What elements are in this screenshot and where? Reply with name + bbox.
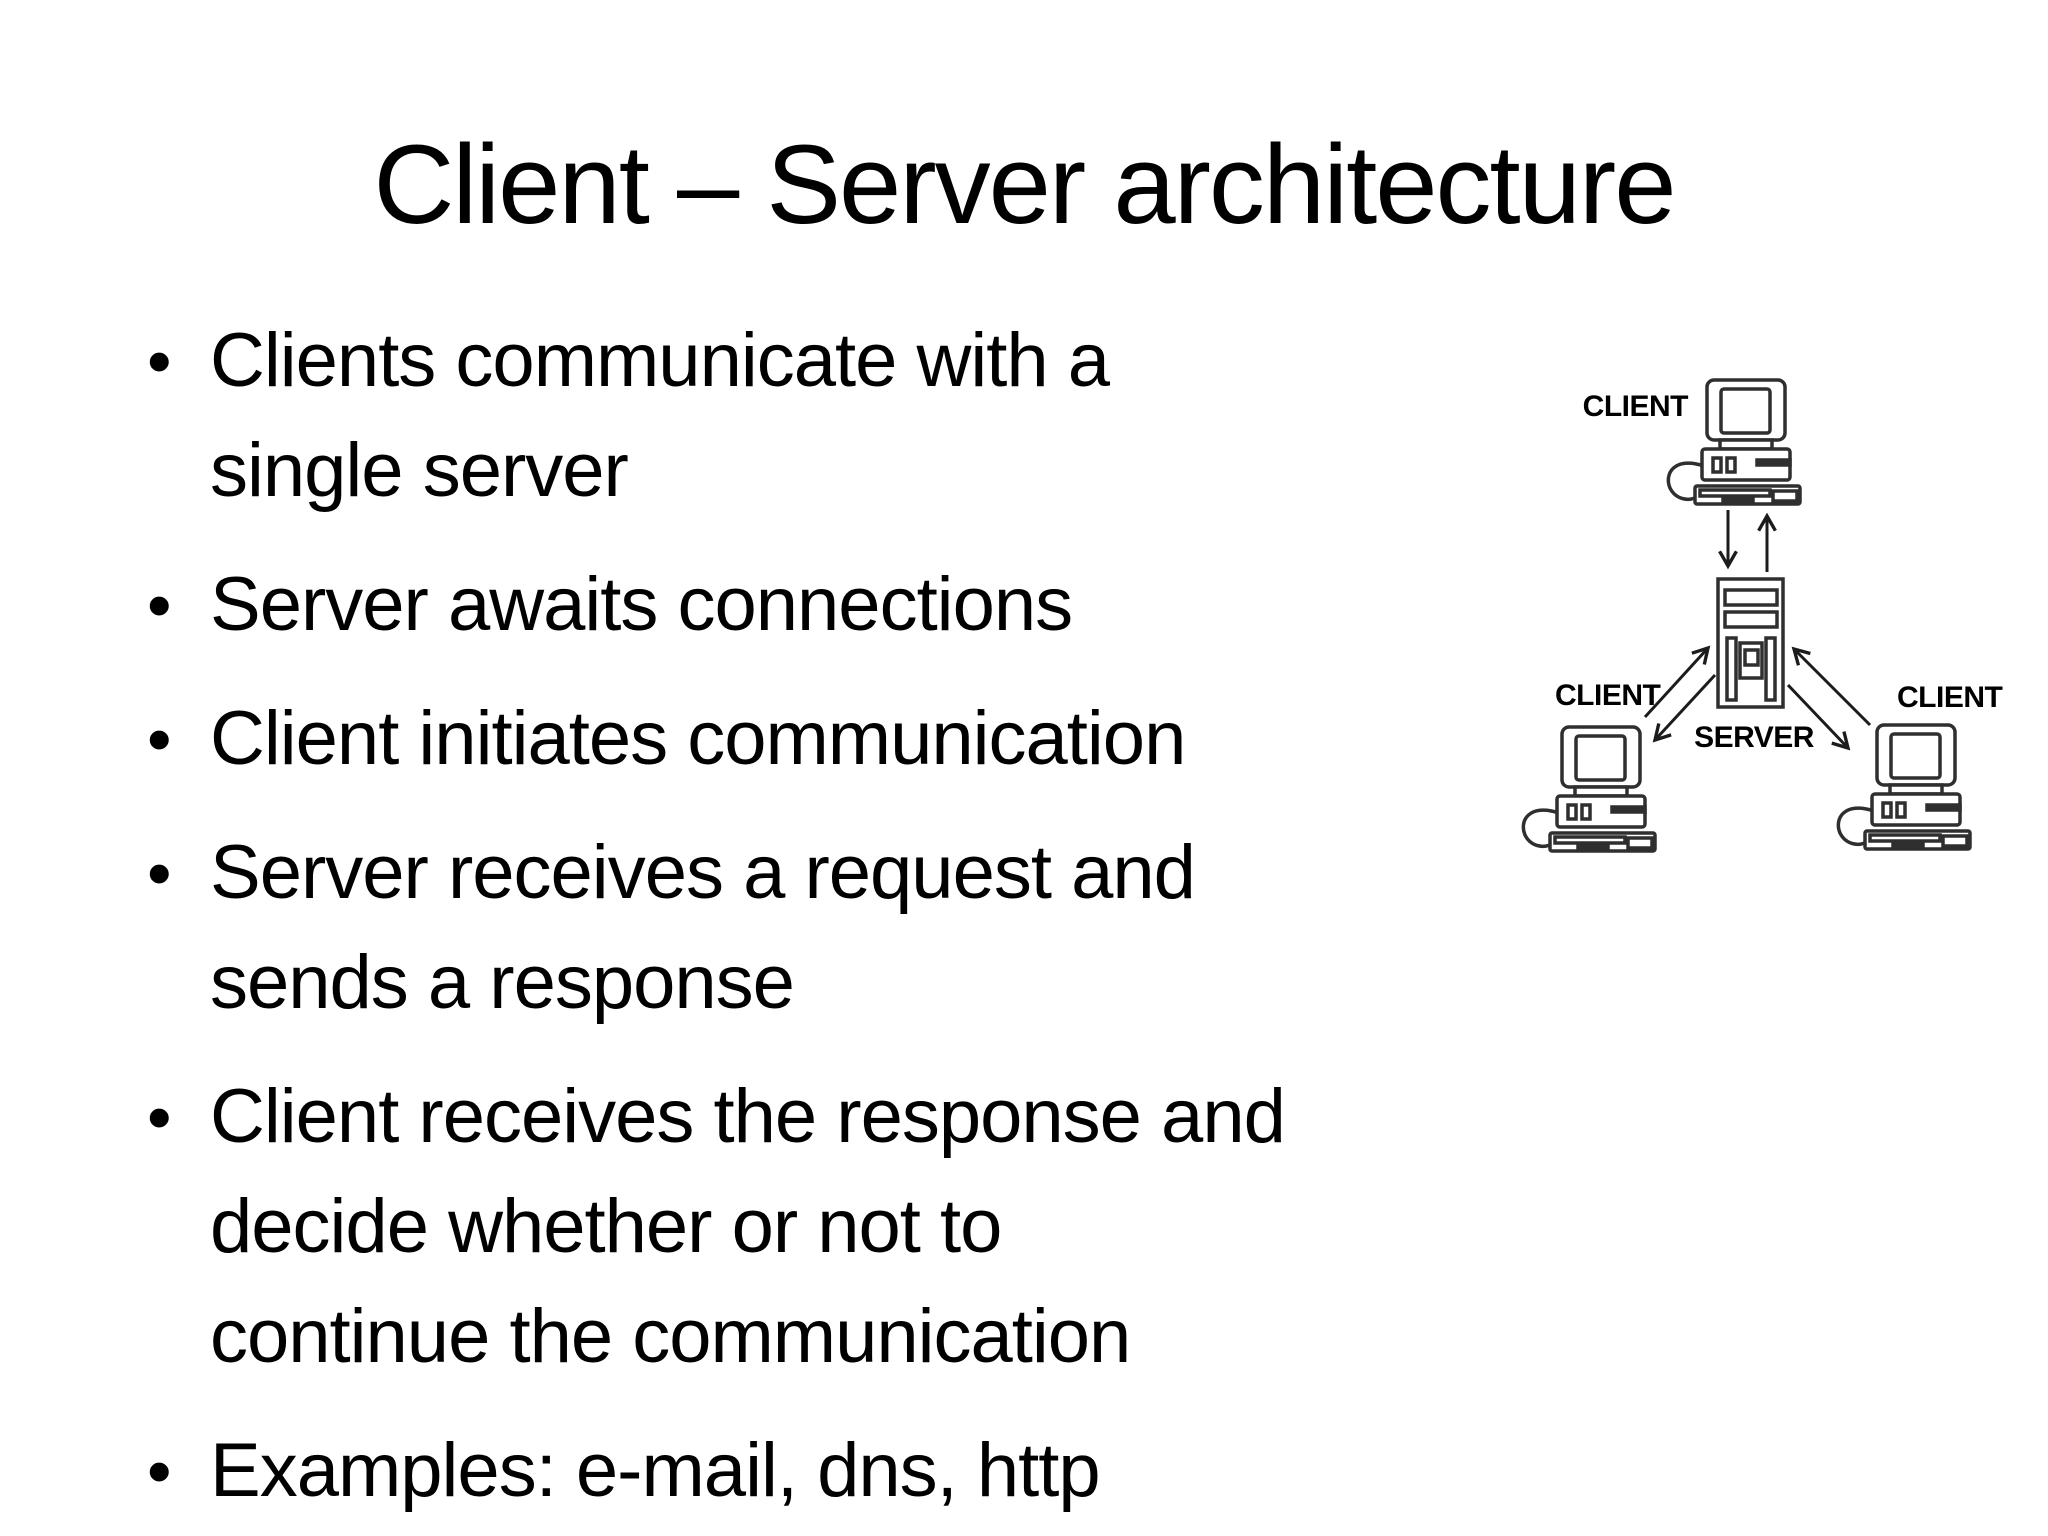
bullet-marker: • (147, 700, 171, 778)
server-tower-icon (1716, 577, 1785, 709)
bullet-marker: • (147, 566, 171, 644)
list-item: • Server awaits connections (147, 550, 1447, 660)
list-item: • Server receives a request and sends a re… (147, 818, 1447, 1038)
desktop-computer-icon (1836, 723, 1972, 851)
arrow-client-right-to-server (1791, 646, 1872, 727)
bullet-line: single server (210, 428, 629, 513)
bullet-line: continue the communication (210, 1294, 1131, 1379)
page-title: Client – Server architecture (373, 122, 1676, 247)
bullet-line: sends a response (210, 940, 795, 1025)
arrow-client-left-to-server (1643, 645, 1711, 719)
bullet-marker: • (147, 1432, 171, 1510)
bullet-marker: • (147, 1078, 171, 1156)
bullet-line: Client initiates communication (210, 696, 1186, 781)
desktop-computer-icon (1666, 378, 1802, 506)
bullet-line: Server receives a request and (210, 830, 1196, 915)
list-item: • Clients communicate with a single server (147, 306, 1447, 526)
list-item: • Examples: e-mail, dns, http (147, 1416, 1447, 1526)
arrow-server-to-client-right (1786, 683, 1851, 751)
bullet-line: Clients communicate with a (210, 318, 1110, 403)
label-client-right: CLIENT (1897, 681, 2003, 714)
bullet-line: Examples: e-mail, dns, http (210, 1428, 1101, 1513)
desktop-computer-icon (1521, 725, 1657, 853)
bullet-line: Server awaits connections (210, 562, 1073, 647)
label-client-left: CLIENT (1555, 679, 1661, 712)
label-client-top: CLIENT (1583, 390, 1689, 423)
arrow-server-to-client-left (1652, 673, 1717, 743)
list-item: • Client receives the response and decide … (147, 1062, 1447, 1392)
bullet-list: • Clients communicate with a single server… (147, 306, 1447, 1536)
bullet-line: decide whether or not to (210, 1184, 1002, 1269)
list-item: • Client initiates communication (147, 684, 1447, 794)
client-server-diagram: CLIENT CLIENT CLIENT SERVER (1521, 378, 2003, 853)
bullet-marker: • (147, 322, 171, 400)
bullet-marker: • (147, 834, 171, 912)
label-server: SERVER (1694, 721, 1815, 754)
bullet-line: Client receives the response and (210, 1074, 1286, 1159)
arrows (1643, 510, 1872, 751)
